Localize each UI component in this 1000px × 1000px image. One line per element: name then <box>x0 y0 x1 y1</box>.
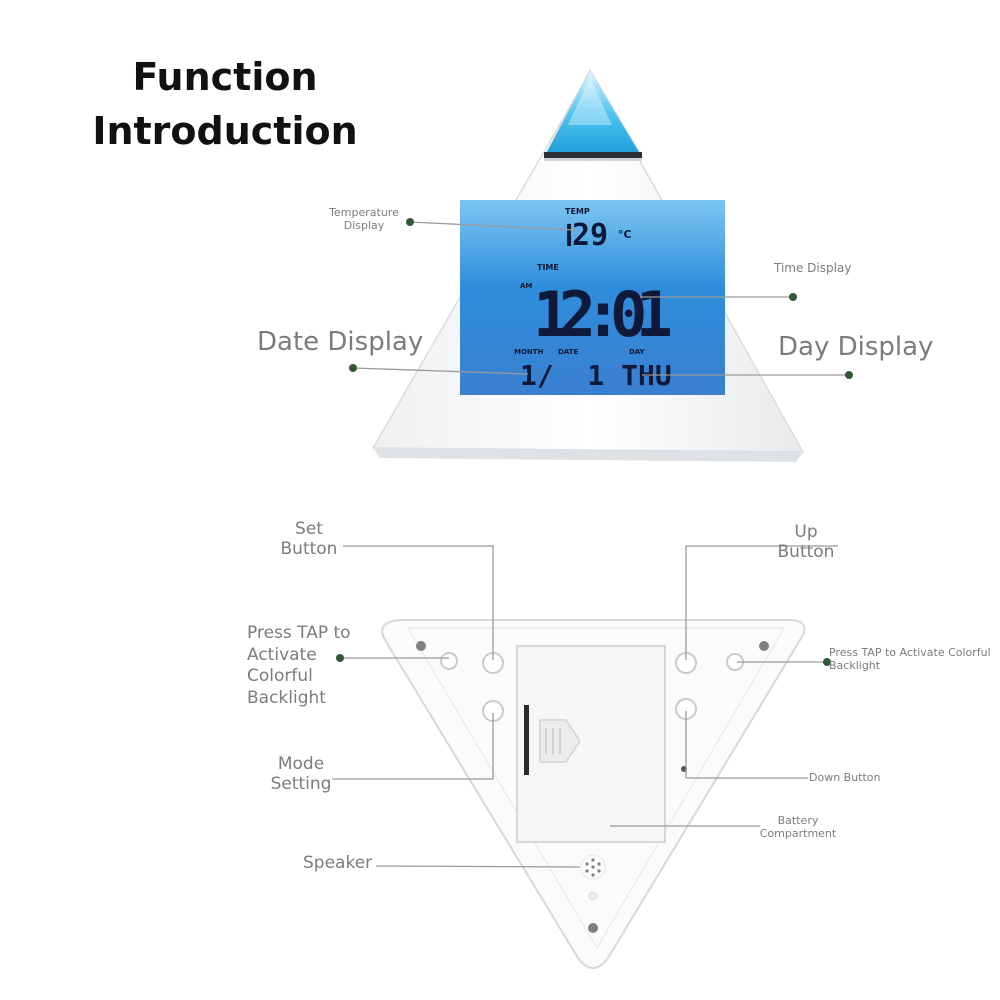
callout-dot-time <box>789 293 797 301</box>
lcd-day-caption: DAY <box>629 348 646 356</box>
front-clock: TEMP ǀ 29 °C TIME AM 12:01 MONTH DATE DA… <box>371 68 805 462</box>
label-temperature-display: Temperature Display <box>329 206 399 232</box>
battery-compartment-door <box>516 645 666 843</box>
screw-top-left <box>416 641 426 651</box>
backlight-button-left[interactable] <box>440 652 458 670</box>
back-clock <box>381 619 806 969</box>
callout-dot-backlight-left <box>336 654 344 662</box>
lcd-temp-caption: TEMP <box>565 207 590 216</box>
label-press-tap-left: Press TAP to Activate Colorful Backlight <box>247 623 351 708</box>
callout-dot-date <box>349 364 357 372</box>
screw-top-right <box>759 641 769 651</box>
speaker-dot <box>588 891 598 901</box>
lcd-month-caption: MONTH <box>514 348 544 356</box>
callout-lines <box>332 221 849 868</box>
callout-dot-backlight-right <box>823 658 831 666</box>
lcd-screen: TEMP ǀ 29 °C TIME AM 12:01 MONTH DATE DA… <box>460 200 725 395</box>
label-day-display: Day Display <box>778 332 934 362</box>
label-mode-setting: Mode Setting <box>270 754 332 794</box>
speaker-grille <box>580 854 606 880</box>
clock-base-shadow <box>373 448 803 462</box>
callout-dot-day <box>845 371 853 379</box>
callout-dots <box>336 218 853 666</box>
label-speaker: Speaker <box>303 853 373 873</box>
lcd-time: 12:01 <box>533 278 673 351</box>
label-time-display: Time Display <box>774 261 852 275</box>
lcd-time-caption: TIME <box>537 263 559 272</box>
screw-bottom <box>588 923 598 933</box>
label-down-button: Down Button <box>809 771 881 784</box>
callout-dot-temperature <box>406 218 414 226</box>
lcd-ampm: AM <box>520 282 532 290</box>
lcd-thermometer-icon: ǀ <box>560 219 578 254</box>
lcd-temp-unit: °C <box>618 228 632 241</box>
title-line-1: Function <box>132 55 318 99</box>
lcd-date-caption: DATE <box>558 348 578 356</box>
label-press-tap-right: Press TAP to Activate Colorful Backlight <box>829 646 991 672</box>
title-line-2: Introduction <box>92 109 358 153</box>
label-set-button: Set Button <box>280 519 338 559</box>
label-up-button: Up Button <box>777 522 835 562</box>
label-date-display: Date Display <box>257 327 424 357</box>
crystal-collar <box>544 152 642 158</box>
label-battery-compartment: Battery Compartment <box>759 814 837 840</box>
lcd-temperature: 29 <box>572 218 608 253</box>
